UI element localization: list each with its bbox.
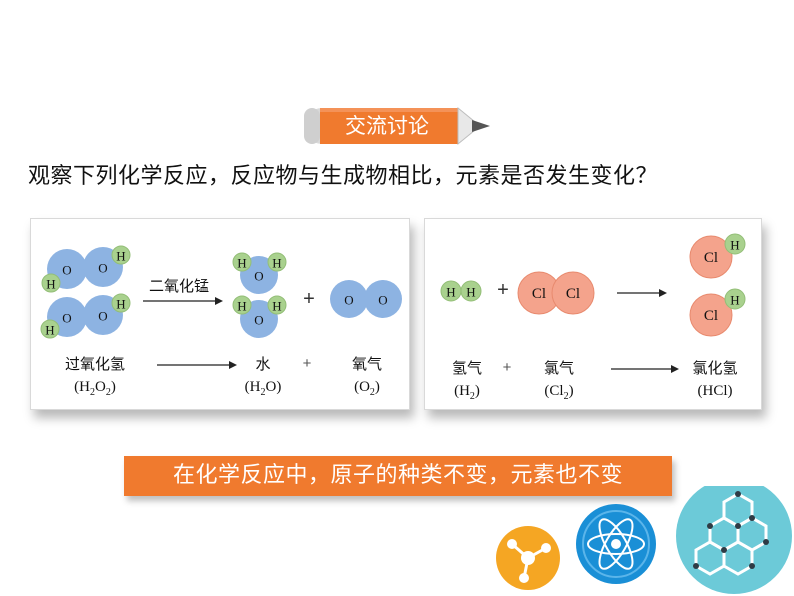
- arrow-head: [671, 365, 679, 373]
- atom-label: O: [62, 263, 71, 278]
- atom-label: H: [446, 285, 455, 300]
- hydrogen-atom: [724, 233, 746, 255]
- decorative-icons: [496, 486, 792, 594]
- atom-label: H: [116, 249, 125, 264]
- chlorine-atom: [689, 235, 733, 279]
- hcl-molecule-1: Cl H: [689, 233, 746, 279]
- product-formula: (HCl): [698, 383, 733, 399]
- arrow-head: [229, 361, 237, 369]
- product1-name: 水: [255, 355, 270, 373]
- hydrogen-atom: [232, 295, 252, 315]
- oxygen-atom: [364, 280, 402, 318]
- atom-label: H: [45, 323, 54, 338]
- hydrogen-atom: [41, 273, 61, 293]
- h2o2-molecule-1: O O H H: [41, 245, 131, 293]
- hydrogen-atom: [111, 293, 131, 313]
- reaction-panel-hydrogen-peroxide: O O H H O O H H 二氧化锰 O H H: [30, 218, 410, 410]
- hydrogen-atom: [267, 252, 287, 272]
- reactant-formula: (H2O2): [74, 379, 116, 398]
- atom-label: O: [344, 293, 353, 308]
- plus-sign: +: [303, 355, 312, 372]
- hydrogen-atom: [232, 252, 252, 272]
- chlorine-atom: [689, 293, 733, 337]
- atom-label: H: [237, 256, 246, 271]
- plus-sign: +: [503, 359, 512, 376]
- atom-label: H: [466, 285, 475, 300]
- hexagon-structure-icon: [676, 486, 792, 594]
- hydrogen-atom: [111, 245, 131, 265]
- atom-label: H: [730, 238, 739, 253]
- hydrogen-atom: [267, 295, 287, 315]
- atom-label: H: [272, 256, 281, 271]
- product-name: 氯化氢: [692, 359, 737, 377]
- hcl-molecule-2: Cl H: [689, 288, 746, 337]
- oxygen-molecule: O O: [330, 280, 402, 318]
- atom-label: Cl: [532, 286, 546, 302]
- hydrogen-atom: [40, 319, 60, 339]
- water-molecule-1: O H H: [232, 252, 287, 294]
- atom-label: O: [98, 261, 107, 276]
- atom-label: H: [272, 299, 281, 314]
- plus-sign: +: [303, 288, 315, 310]
- conclusion-banner: 在化学反应中，原子的种类不变，元素也不变: [124, 456, 672, 496]
- atom-label: H: [237, 299, 246, 314]
- hydrogen-atom: [724, 288, 746, 310]
- atom-label: O: [254, 313, 263, 328]
- reaction-panel-hydrogen-chloride: H H + Cl Cl Cl H Cl H 氢气 (H2) +: [424, 218, 762, 410]
- arrow-head: [215, 297, 223, 305]
- h2o2-molecule-2: O O H H: [40, 293, 131, 339]
- oxygen-atom: [330, 280, 368, 318]
- pencil-icon: [304, 106, 490, 146]
- atom-label: O: [254, 269, 263, 284]
- hydrogen-molecule: H H: [440, 280, 482, 302]
- hydrogen-atom: [460, 280, 482, 302]
- chlorine-molecule: Cl Cl: [517, 271, 595, 315]
- atom-label: H: [730, 293, 739, 308]
- chlorine-atom: [551, 271, 595, 315]
- question-text: 观察下列化学反应，反应物与生成物相比，元素是否发生变化？: [28, 164, 659, 189]
- reactant-name: 过氧化氢: [65, 355, 125, 373]
- atom-icon: [576, 504, 656, 584]
- product2-name: 氧气: [352, 355, 382, 373]
- water-molecule-2: O H H: [232, 295, 287, 338]
- atom-label: O: [98, 309, 107, 324]
- reactant1-name: 氢气: [452, 359, 482, 377]
- atom-label: H: [46, 277, 55, 292]
- reactant2-name: 氯气: [544, 359, 574, 377]
- reactant1-formula: (H2): [454, 383, 480, 402]
- discussion-badge-label: 交流讨论: [345, 114, 429, 138]
- atom-label: O: [378, 293, 387, 308]
- atom-label: Cl: [566, 286, 580, 302]
- product1-formula: (H2O): [245, 379, 282, 398]
- atom-label: Cl: [704, 308, 718, 324]
- atom-label: H: [116, 297, 125, 312]
- plus-sign: +: [497, 279, 509, 301]
- atom-label: Cl: [704, 250, 718, 266]
- arrow-head: [659, 289, 667, 297]
- catalyst-label: 二氧化锰: [149, 277, 209, 295]
- reactant2-formula: (Cl2): [544, 383, 573, 402]
- product2-formula: (O2): [354, 379, 380, 398]
- atom-label: O: [62, 311, 71, 326]
- molecule-icon: [496, 526, 560, 590]
